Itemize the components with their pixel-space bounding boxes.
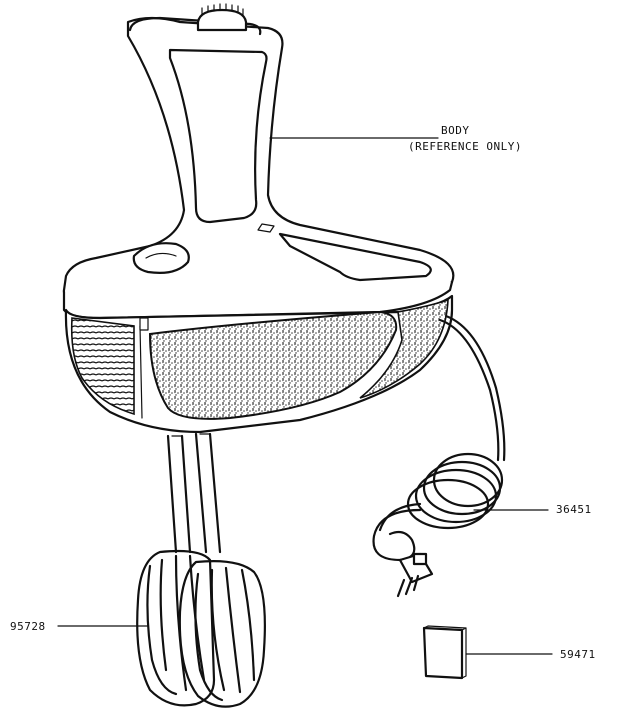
cord-part-number: 36451 (556, 503, 592, 516)
beaters-part-number: 95728 (10, 620, 46, 633)
housing-side-panel (148, 310, 398, 420)
beater-right (178, 560, 266, 708)
body-label: BODY (441, 124, 470, 137)
body-reference-label: (REFERENCE ONLY) (408, 140, 522, 153)
beater-left (136, 549, 216, 707)
air-vents (70, 317, 135, 416)
eject-button (132, 242, 190, 274)
instruction-card (422, 625, 467, 680)
handle-grip-panel (168, 48, 268, 224)
housing-rear-panel (359, 298, 449, 399)
speed-control-wheel (196, 3, 248, 32)
top-deck-trim (278, 232, 432, 282)
card-part-number: 59471 (560, 648, 596, 661)
power-cord (372, 314, 506, 598)
mixer-handle (62, 16, 455, 304)
beaters-assembly (136, 432, 266, 708)
plug (396, 552, 434, 598)
mixer-body (62, 3, 455, 434)
